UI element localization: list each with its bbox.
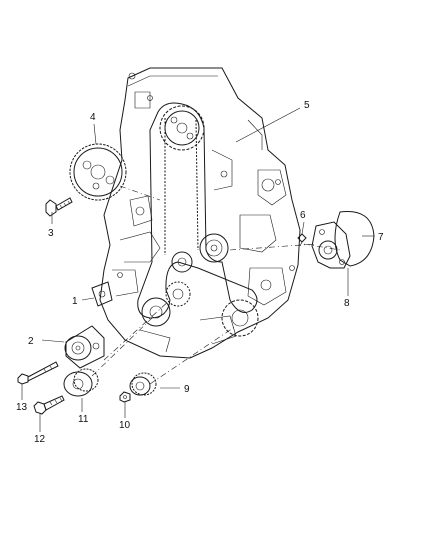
callout-10: 10 [119,420,131,431]
crankshaft-sprocket-installed [141,251,259,337]
idler-pulley-bolt [119,391,131,403]
callout-5: 5 [304,100,310,111]
callout-3: 3 [48,228,54,239]
callout-4: 4 [90,112,96,123]
belt-idler-installed [199,233,229,263]
idler-pulley [129,372,157,396]
callout-12: 12 [34,434,46,445]
crankshaft-bolt [33,395,65,415]
callout-9: 9 [184,384,190,395]
callout-8: 8 [344,298,350,309]
crankshaft-sprocket [63,368,99,397]
water-pump-gasket [334,211,375,267]
camshaft-sprocket-installed [159,105,205,151]
tensioner-bracket [91,281,113,307]
callout-13: 13 [16,402,28,413]
callout-2: 2 [28,336,34,347]
callouts: 1 2 3 4 5 6 7 8 9 10 11 12 13 [16,100,384,445]
tensioner-installed [165,281,191,307]
camshaft-sprocket-bolt [45,197,73,217]
tensioner-pulley [64,325,105,369]
alignment-lines [91,185,341,385]
camshaft-sprocket [69,143,127,201]
engine-block [99,67,301,359]
callout-1: 1 [72,296,78,307]
water-pump [311,221,351,269]
tensioner-bolt [17,361,59,385]
leader-lines [21,107,374,432]
callout-7: 7 [378,232,384,243]
callout-11: 11 [78,414,89,425]
callout-6: 6 [300,210,306,221]
